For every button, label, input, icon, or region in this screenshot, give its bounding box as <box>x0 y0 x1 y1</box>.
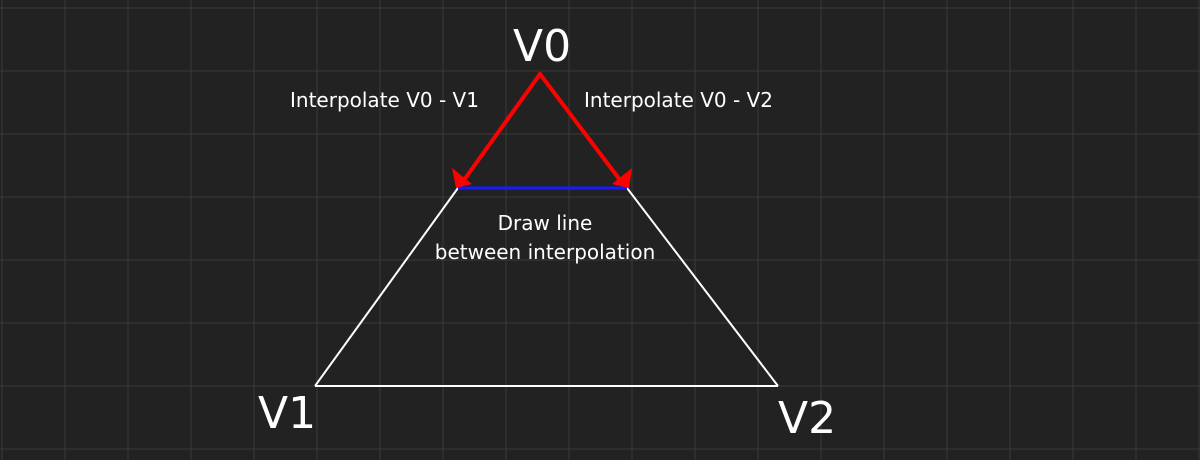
triangle-edge-left-lower <box>314 187 459 387</box>
annotation-draw-line-2: between interpolation <box>434 240 656 264</box>
interpolation-arrow-right <box>538 72 622 182</box>
annotation-draw-line-1: Draw line <box>497 211 593 235</box>
triangle-edge-right-lower <box>626 187 779 387</box>
interpolation-arrow-left <box>462 72 542 182</box>
arrowhead-left <box>452 168 472 188</box>
vertex-label-v2: V2 <box>778 393 837 444</box>
arrowhead-right <box>612 168 632 188</box>
annotation-interpolate-v0-v2: Interpolate V0 - V2 <box>584 88 773 112</box>
vertex-label-v1: V1 <box>258 388 317 439</box>
annotation-draw-line: Draw line between interpolation <box>410 209 680 267</box>
vertex-label-v0: V0 <box>513 21 572 72</box>
annotation-interpolate-v0-v1: Interpolate V0 - V1 <box>290 88 479 112</box>
